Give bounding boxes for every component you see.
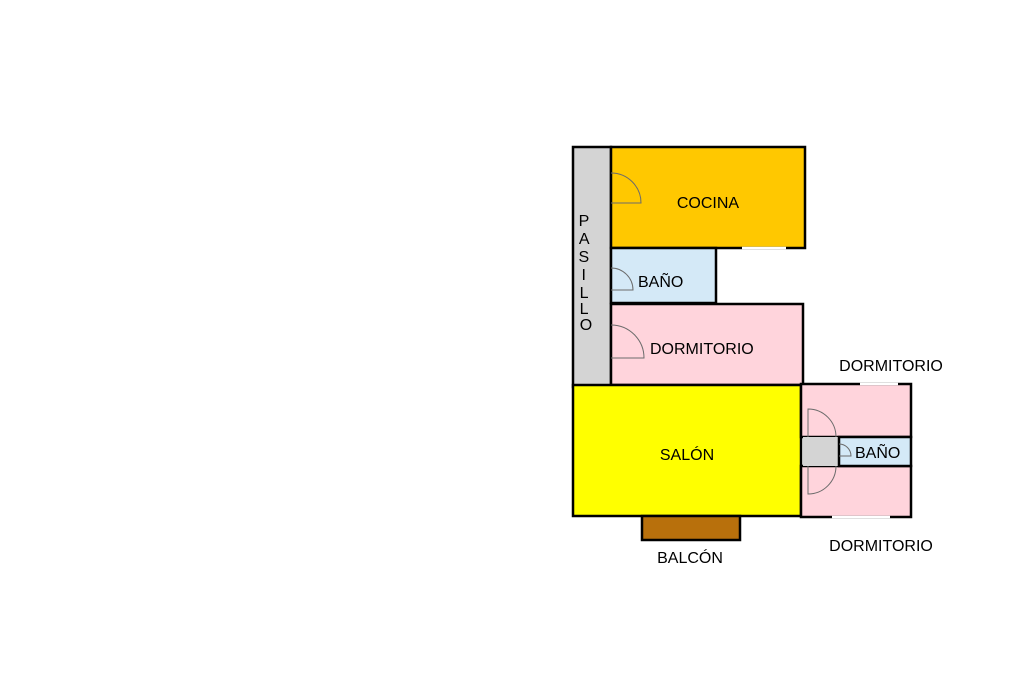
room-dormitorio-2 (799, 382, 913, 439)
label-dormitorio-2: DORMITORIO (839, 358, 943, 375)
label-pasillo-letter: L (580, 301, 589, 318)
label-pasillo-letter: A (579, 231, 590, 248)
door-dormitorio-2 (807, 408, 837, 438)
label-pasillo-letter: L (580, 285, 589, 302)
label-dormitorio-1: DORMITORIO (650, 341, 754, 358)
room-cocina (609, 145, 807, 250)
door-dormitorio-3 (807, 465, 837, 495)
label-dormitorio-3: DORMITORIO (829, 538, 933, 555)
label-pasillo-letter: S (578, 249, 589, 266)
label-pasillo-letter: O (580, 317, 592, 334)
label-cocina: COCINA (677, 195, 740, 212)
label-pasillo-letter: I (582, 267, 586, 284)
door-cocina (610, 172, 642, 204)
label-bano-1: BAÑO (638, 271, 683, 291)
room-balcon (640, 514, 742, 542)
room-distribuidor (803, 437, 839, 466)
room-dormitorio-3 (799, 464, 913, 519)
room-bano-1 (609, 246, 718, 305)
label-pasillo-letter: P (579, 213, 589, 230)
door-bano-2 (838, 443, 852, 457)
room-salon (571, 383, 803, 518)
door-bano-1 (610, 267, 634, 291)
label-salon: SALÓN (660, 445, 714, 464)
room-bano-2 (837, 435, 913, 468)
door-dormitorio-1 (610, 324, 645, 359)
room-dormitorio-1 (609, 302, 805, 387)
label-bano-2: BAÑO (855, 442, 900, 462)
label-pasillo: P A S I L L O (578, 213, 593, 334)
label-balcon: BALCÓN (657, 548, 723, 567)
room-pasillo (571, 145, 613, 389)
